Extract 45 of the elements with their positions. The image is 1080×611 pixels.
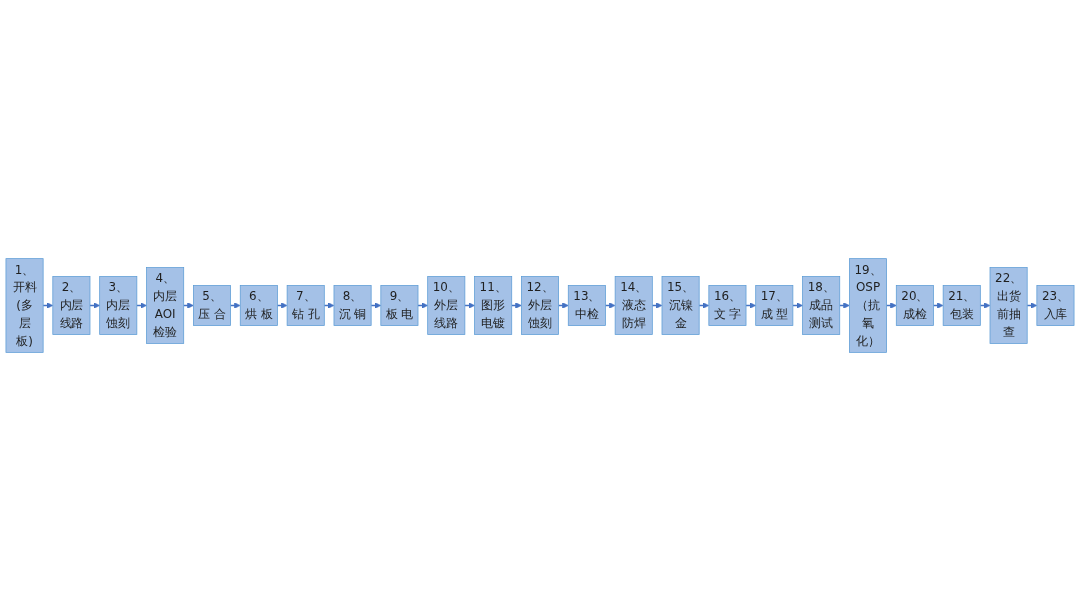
arrow xyxy=(698,302,710,309)
node-box: 19、OSP（抗氧化） xyxy=(849,258,887,353)
arrow xyxy=(979,302,991,309)
node-box: 10、外层线路 xyxy=(427,276,466,335)
arrow xyxy=(932,302,944,309)
node-box: 4、内层AOI检验 xyxy=(146,267,185,344)
node-box: 18、成品测试 xyxy=(802,276,841,335)
node-box: 2、内层线路 xyxy=(52,276,91,335)
arrow xyxy=(557,302,569,309)
node-box: 3、内层蚀刻 xyxy=(99,276,138,335)
arrow xyxy=(464,302,475,309)
node-box: 14、液态防焊 xyxy=(614,276,653,335)
node-box: 6、烘 板 xyxy=(239,285,278,326)
arrow xyxy=(651,302,663,309)
node-box: 16、文 字 xyxy=(708,285,747,326)
node-box: 11、图形电镀 xyxy=(474,276,513,335)
arrow xyxy=(136,302,147,309)
arrow xyxy=(885,302,897,309)
node-box: 12、外层蚀刻 xyxy=(521,276,559,335)
arrow xyxy=(511,302,522,309)
arrow xyxy=(604,302,616,309)
node-box: 9、板 电 xyxy=(380,285,419,326)
arrow xyxy=(89,302,100,309)
node-box: 13、中检 xyxy=(567,285,606,326)
arrow xyxy=(370,302,382,309)
arrow xyxy=(1026,302,1038,309)
node-box: 8、沉 铜 xyxy=(333,285,372,326)
arrow xyxy=(839,302,850,309)
node-box: 7、钻 孔 xyxy=(286,285,325,326)
node-box: 5、压 合 xyxy=(193,285,231,326)
arrow xyxy=(417,302,428,309)
node-box: 15、沉镍金 xyxy=(661,276,700,335)
arrow xyxy=(323,302,335,309)
node-box: 23、入库 xyxy=(1036,285,1075,326)
node-box: 17、成 型 xyxy=(755,285,794,326)
node-box: 20、成检 xyxy=(895,285,934,326)
node-box: 21、包装 xyxy=(942,285,981,326)
arrow xyxy=(276,302,288,309)
node-box: 22、出货前抽查 xyxy=(989,267,1028,344)
arrow xyxy=(792,302,803,309)
arrow xyxy=(182,302,194,309)
arrow xyxy=(229,302,241,309)
node-box: 1、开料(多层板) xyxy=(5,258,44,353)
arrow xyxy=(42,302,54,309)
arrow xyxy=(745,302,756,309)
